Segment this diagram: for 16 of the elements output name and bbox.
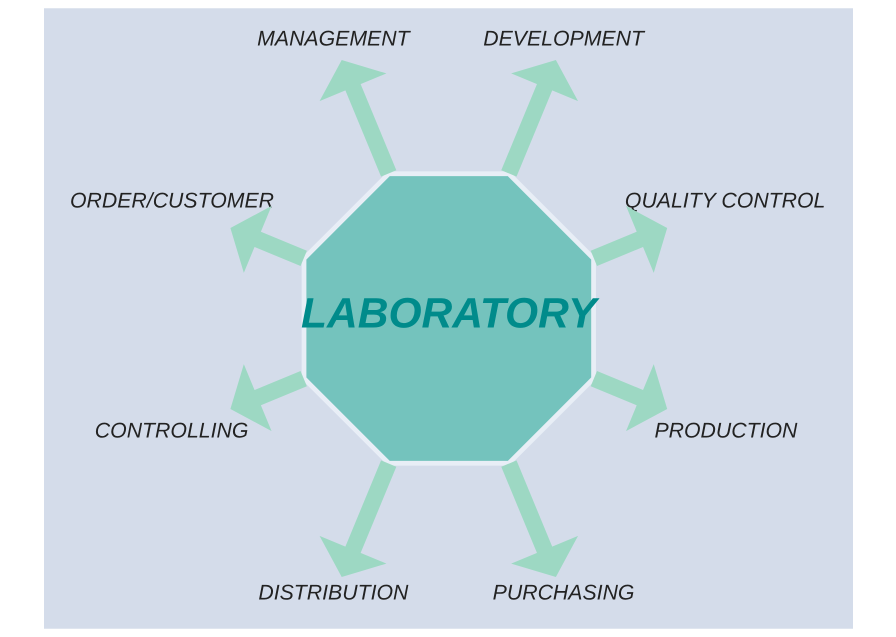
arrow — [319, 60, 396, 177]
node-text: MANAGEMENT — [256, 26, 410, 50]
node-text: ORDER/CUSTOMER — [70, 188, 274, 213]
arrow — [319, 460, 396, 578]
node-text: PRODUCTION — [654, 418, 797, 442]
node-text: CONTROLLING — [94, 418, 248, 442]
arrow — [500, 460, 578, 578]
node-text: DEVELOPMENT — [482, 26, 644, 50]
arrow — [590, 206, 667, 273]
arrow — [500, 60, 578, 177]
node-text: QUALITY CONTROL — [624, 188, 825, 213]
arrow — [590, 364, 667, 432]
node-text: DISTRIBUTION — [258, 580, 408, 605]
arrow — [230, 364, 306, 432]
arrow — [230, 206, 306, 273]
node-text: PURCHASING — [492, 580, 634, 605]
